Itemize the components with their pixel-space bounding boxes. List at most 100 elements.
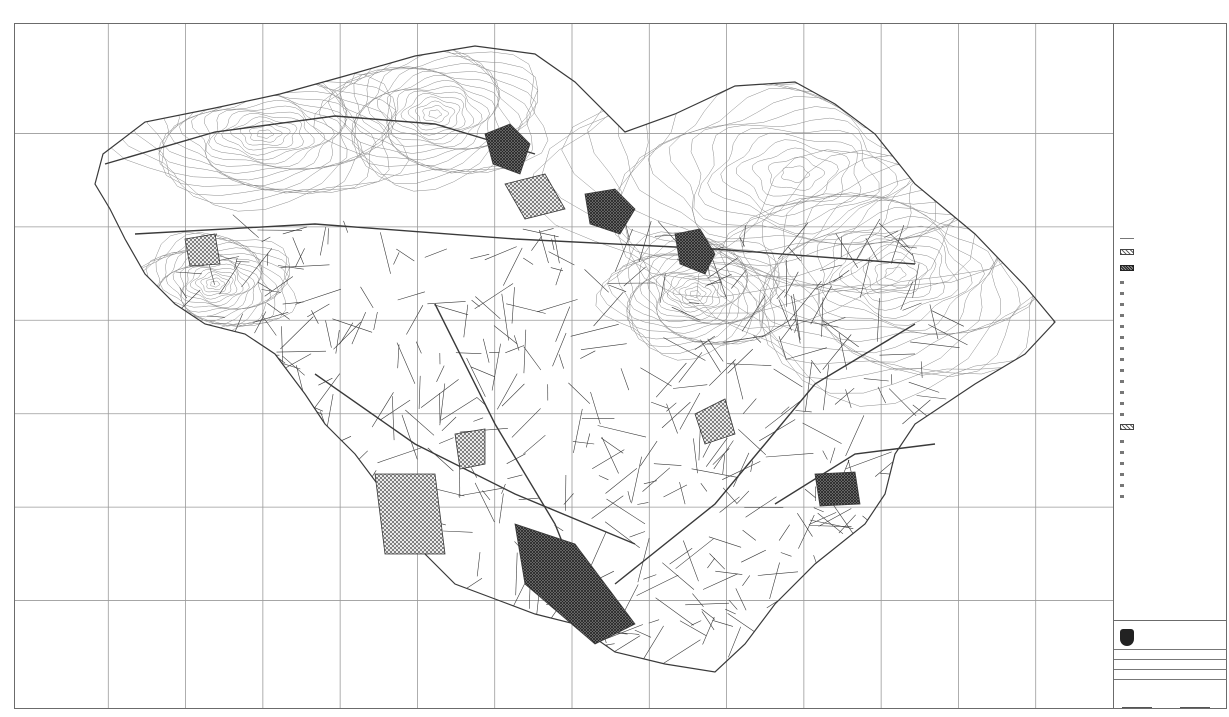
street [313,373,341,410]
street [889,596,922,634]
street [623,266,646,287]
dense-hatched-zone [814,471,861,507]
contour-line [327,46,539,176]
contour-line [191,94,343,170]
street [523,346,542,371]
street [292,575,301,609]
contour-line [221,113,304,156]
street [284,465,296,475]
street [912,253,916,264]
contour-line [758,174,1052,376]
contour-line [351,55,531,174]
street [392,396,395,441]
street [773,642,789,647]
contour-line [313,46,549,192]
street [642,625,664,661]
contour-line [205,277,226,291]
street [693,438,698,474]
street [261,485,301,497]
street [537,299,578,313]
street [739,236,745,247]
street [757,571,799,576]
contour-line [230,116,298,151]
street [339,322,354,345]
contour-line [377,74,496,150]
street [922,587,927,599]
street [282,355,305,376]
contour-line [752,147,839,197]
contour-line [678,282,712,304]
street [728,626,741,658]
street [789,281,822,320]
street [879,353,916,356]
street [820,625,846,635]
street [179,287,188,299]
street [679,620,707,637]
street [669,547,693,565]
street [712,448,730,465]
legend-swatch [1120,358,1124,361]
street [742,575,751,586]
contour-line [422,105,449,123]
street [701,608,716,620]
street [691,620,702,626]
contour-line [155,249,271,321]
street [239,348,249,383]
street [487,613,506,636]
street [805,361,813,412]
contour-line [210,280,221,288]
street [324,581,351,584]
street [815,275,843,290]
contour-line [698,117,899,235]
street [282,301,304,305]
street [475,296,501,320]
street [427,301,466,305]
legend-item [1120,391,1129,394]
legend-item [1120,281,1129,284]
street [505,345,525,354]
street [894,572,906,578]
legend-item [1120,347,1129,350]
street [809,519,854,529]
legend-swatch [1120,265,1134,271]
street [887,518,894,534]
street [798,514,815,549]
street [267,574,291,585]
contour-line [189,269,238,300]
street [659,273,666,304]
legend-swatch [1120,238,1134,239]
street [242,395,251,407]
street [520,619,553,637]
boundary-line [94,45,1056,673]
street [436,365,445,383]
street [396,248,415,262]
street [778,524,790,541]
street [663,484,688,498]
street [523,257,534,265]
street [778,336,787,359]
contour-line [666,276,720,313]
hatched-zone [504,173,566,220]
street [205,507,246,538]
map-frame [14,23,1114,709]
street [362,529,384,533]
street [242,605,269,638]
street [405,409,435,436]
street [531,236,542,251]
street [702,573,738,590]
street [738,429,767,456]
street [631,456,642,504]
contour-line [862,251,928,294]
contour-line [616,238,778,346]
street [247,617,272,647]
street [570,324,619,337]
divider [1114,659,1227,660]
street [586,433,591,448]
contour-line [172,256,260,310]
street [878,222,913,256]
street [902,611,905,653]
street [548,251,575,266]
street [276,613,286,639]
street [598,475,609,481]
